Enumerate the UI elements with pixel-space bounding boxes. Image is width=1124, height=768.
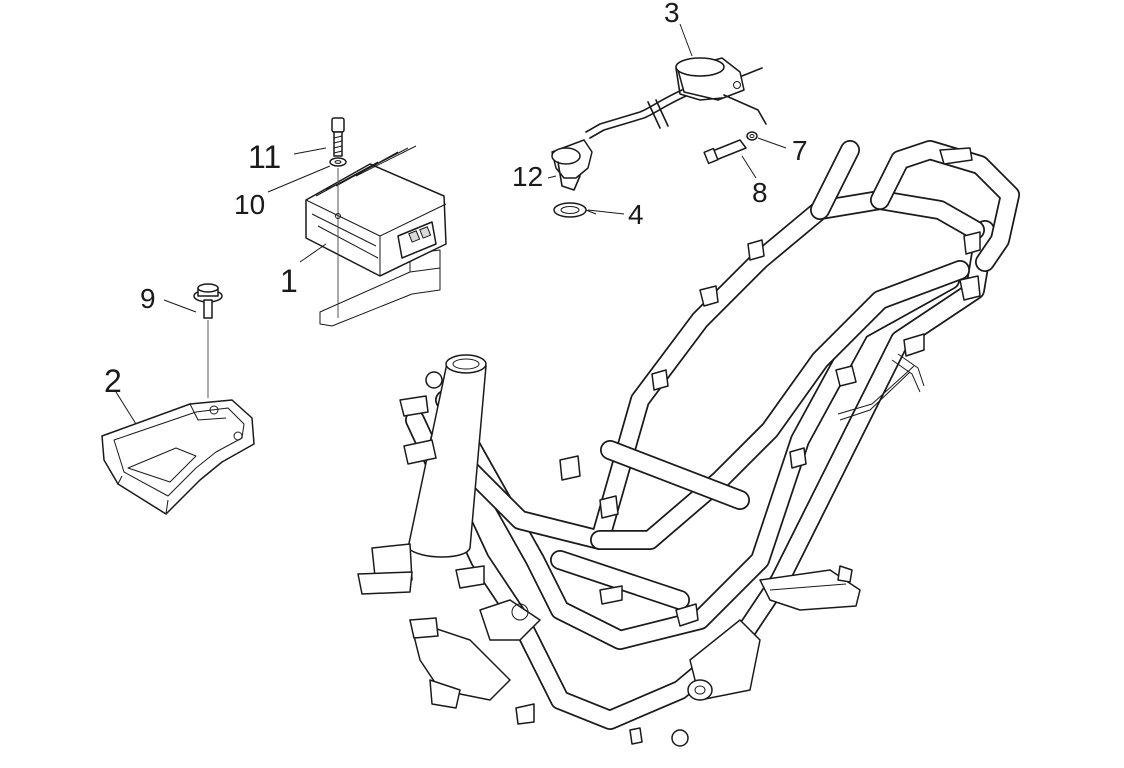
cover-assembly xyxy=(101,283,255,515)
voltage-regulator-assembly xyxy=(305,117,447,327)
callout-7: 7 xyxy=(792,135,808,166)
leader-lines xyxy=(115,23,787,425)
callout-2: 2 xyxy=(104,363,122,399)
ignition-cable-assembly xyxy=(551,57,767,218)
callout-9: 9 xyxy=(140,283,156,314)
callout-12: 12 xyxy=(512,161,543,192)
callout-11: 11 xyxy=(248,139,281,175)
callout-10: 10 xyxy=(234,189,265,220)
scooter-frame xyxy=(357,140,1020,747)
callout-3: 3 xyxy=(664,0,680,28)
callout-1: 1 xyxy=(280,263,298,299)
callout-labels: 3 12 4 7 8 11 10 1 9 2 xyxy=(104,0,808,399)
callout-8: 8 xyxy=(752,177,768,208)
callout-4: 4 xyxy=(628,199,644,230)
